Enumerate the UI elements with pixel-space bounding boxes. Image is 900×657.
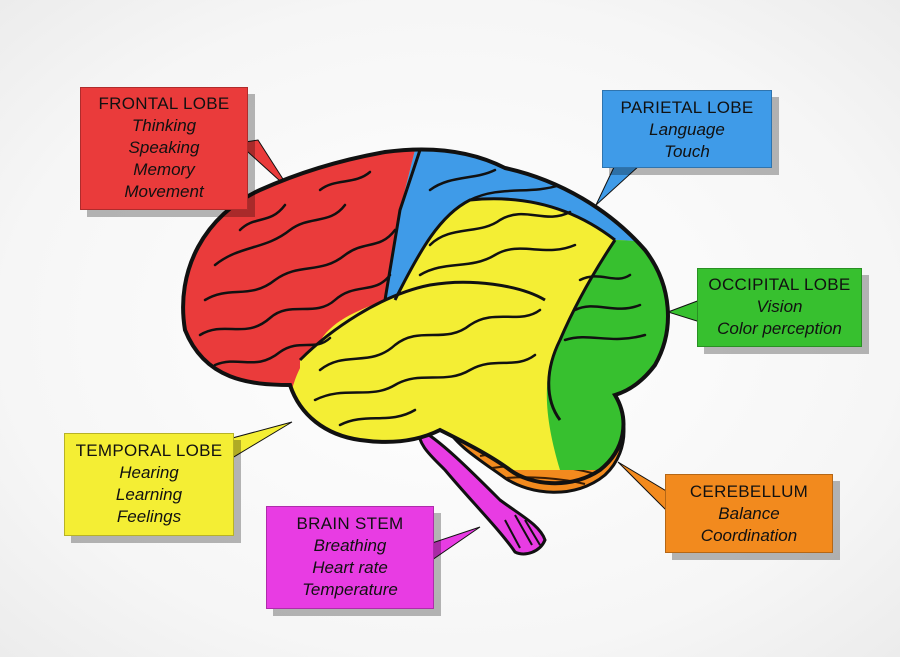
lobe-borders <box>298 149 617 421</box>
temporal-pointer <box>224 421 293 459</box>
occipital-function: Vision <box>756 297 803 316</box>
temporal-lobe-shape <box>300 282 555 440</box>
cerebellum-function: Balance <box>718 504 780 523</box>
cerebellum-function: Coordination <box>700 526 798 545</box>
brain-stem-shape <box>416 425 547 556</box>
occipital-lobe-title: OCCIPITAL LOBE <box>708 275 851 294</box>
parietal-lobe-label: PARIETAL LOBE Language Touch <box>602 90 772 168</box>
frontal-lobe-title: FRONTAL LOBE <box>98 94 230 113</box>
cerebellum-title: CEREBELLUM <box>689 482 809 501</box>
cerebellum-pointer <box>617 461 669 514</box>
occipital-function: Color perception <box>717 319 842 338</box>
cerebellum-label: CEREBELLUM Balance Coordination <box>665 474 833 553</box>
frontal-function: Movement <box>124 182 204 201</box>
brain-stem-function: Temperature <box>302 580 398 599</box>
brainstem-pointer <box>425 526 481 561</box>
brain-stem-function: Heart rate <box>312 558 388 577</box>
parietal-lobe-title: PARIETAL LOBE <box>620 98 754 117</box>
temporal-lobe-label: TEMPORAL LOBE Hearing Learning Feelings <box>64 433 234 536</box>
brain-stem-function: Breathing <box>313 536 387 555</box>
frontal-function: Memory <box>133 160 195 179</box>
occipital-lobe-label: OCCIPITAL LOBE Vision Color perception <box>697 268 862 347</box>
frontal-lobe-label: FRONTAL LOBE Thinking Speaking Memory Mo… <box>80 87 248 210</box>
occipital-lobe-shape <box>546 240 668 470</box>
temporal-function: Hearing <box>119 463 179 482</box>
brain-stem-detail <box>504 514 541 549</box>
frontal-pointer <box>236 139 291 191</box>
parietal-function: Language <box>649 120 725 139</box>
parietal-pointer <box>595 164 642 206</box>
brain-outline <box>181 147 670 486</box>
occipital-pointer <box>666 299 701 323</box>
brain-stem-title: BRAIN STEM <box>296 514 404 533</box>
parietal-function: Touch <box>664 142 710 161</box>
temporal-function: Feelings <box>116 507 182 526</box>
temporal-function: Learning <box>115 485 183 504</box>
brain-stem-label: BRAIN STEM Breathing Heart rate Temperat… <box>266 506 434 609</box>
frontal-function: Speaking <box>128 138 200 157</box>
temporal-lobe-title: TEMPORAL LOBE <box>75 441 223 460</box>
frontal-function: Thinking <box>131 116 197 135</box>
